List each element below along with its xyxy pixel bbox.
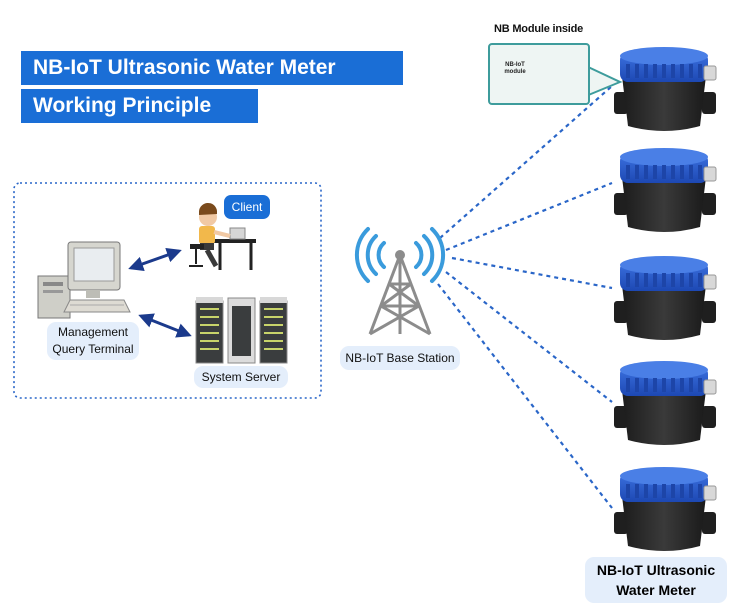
diagram-title-line-2: Working Principle: [21, 89, 258, 123]
client-label: Client: [224, 195, 270, 219]
nb-module-callout: NB-IoT module: [488, 43, 590, 105]
link-meter-5: [437, 283, 613, 509]
diagram-title-line-1: NB-IoT Ultrasonic Water Meter: [21, 51, 403, 85]
link-meter-4: [445, 271, 613, 403]
module-chip-label-line-2: module: [504, 69, 526, 75]
system-server-label: System Server: [194, 366, 288, 388]
management-label-line-2: Query Terminal: [52, 342, 134, 356]
meter-label-line-2: Water Meter: [616, 582, 696, 598]
arrow-terminal-client: [128, 247, 182, 272]
base-station-tower-icon: [354, 227, 446, 336]
base-station-label: NB-IoT Base Station: [340, 346, 460, 370]
link-meter-2: [445, 181, 613, 252]
water-meter-icon: [614, 467, 717, 551]
water-meter-icon: [614, 361, 717, 445]
computer-icon: [37, 241, 131, 319]
water-meter-icon: [614, 47, 717, 131]
water-meters-group: [614, 47, 717, 551]
meter-label-line-1: NB-IoT Ultrasonic: [596, 562, 716, 578]
server-rack-icon: [195, 297, 288, 364]
module-chip-label-line-1: NB-IoT: [505, 62, 525, 68]
local-network-enclosure: [13, 182, 322, 399]
client-person-icon: [189, 202, 256, 270]
management-query-terminal-label: Management Query Terminal: [47, 322, 139, 360]
water-meter-icon: [614, 148, 717, 232]
link-meter-3: [451, 256, 613, 290]
water-meter-icon: [614, 256, 717, 340]
water-meter-label: NB-IoT Ultrasonic Water Meter: [585, 557, 727, 603]
arrow-terminal-server: [138, 313, 192, 338]
link-meter-1: [439, 85, 613, 239]
wireless-links: [437, 85, 613, 509]
module-callout-pointer: [585, 65, 623, 97]
nb-module-inside-label: NB Module inside: [494, 23, 584, 35]
management-label-line-1: Management: [57, 325, 129, 339]
